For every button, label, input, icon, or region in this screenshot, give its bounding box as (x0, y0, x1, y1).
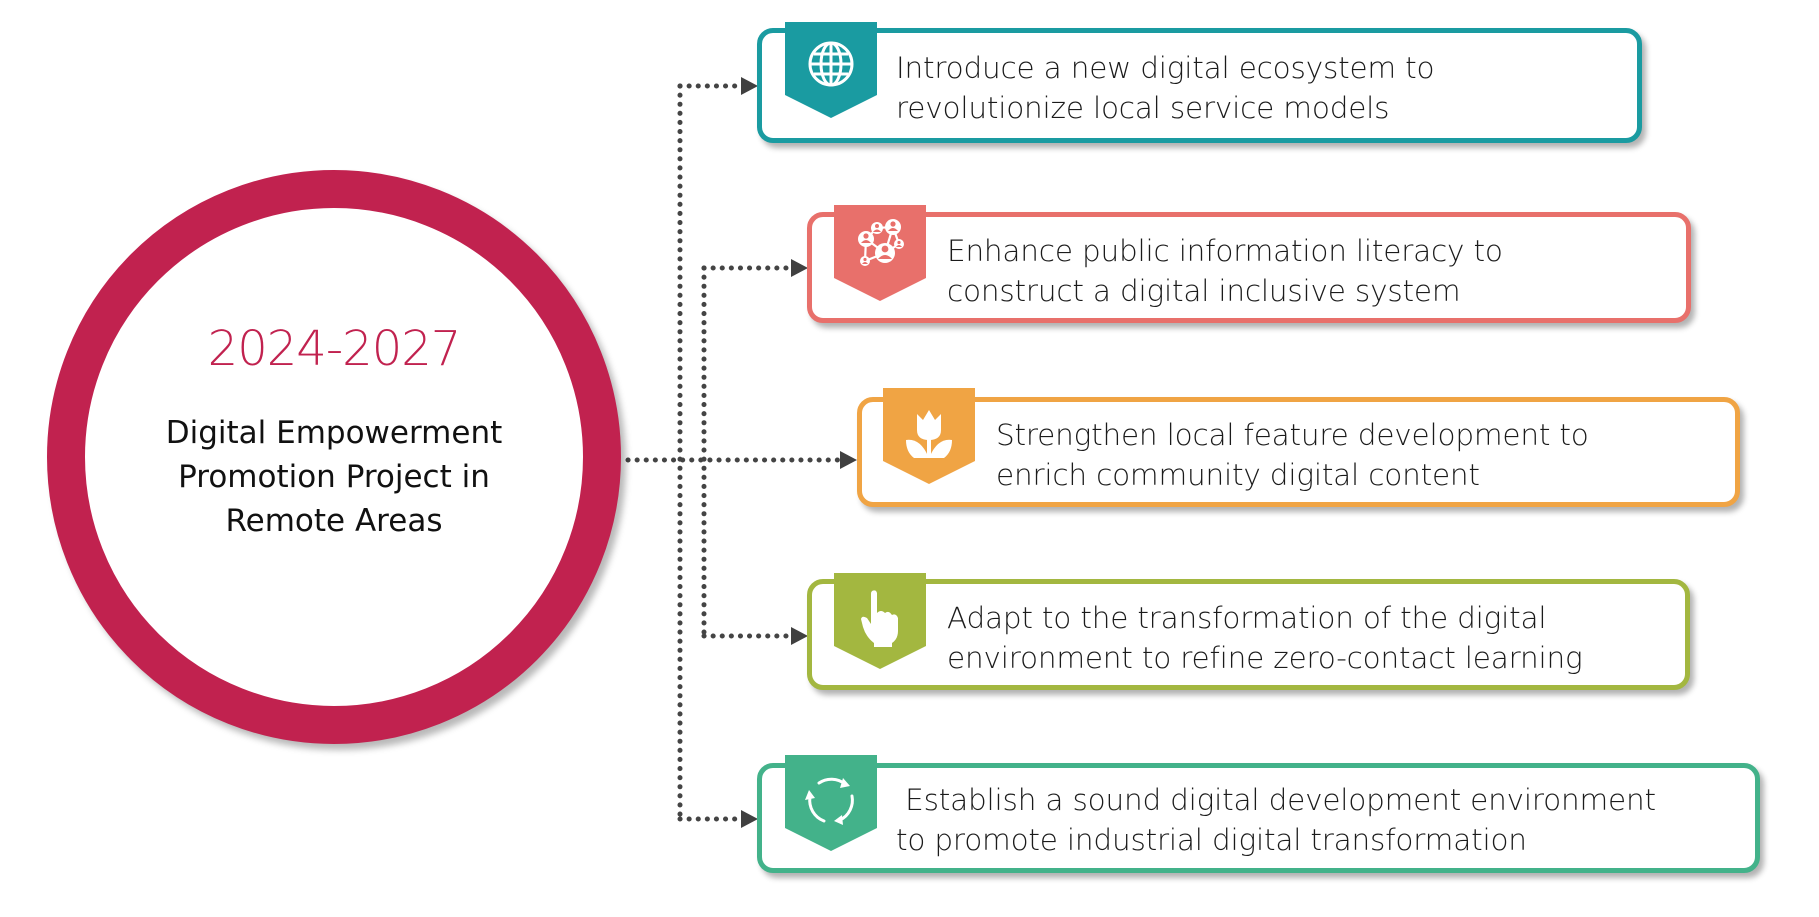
goal-card-3 (857, 397, 1740, 507)
arrowhead-card-3 (840, 451, 857, 469)
goal-text-line: Adapt to the transformation of the digit… (947, 601, 1547, 635)
arrowhead-card-1 (741, 77, 758, 95)
goal-text-line: enrich community digital content (996, 458, 1480, 492)
goal-text-line: Introduce a new digital ecosystem to (896, 51, 1435, 85)
refresh-cycle-icon (805, 777, 854, 825)
arrowhead-card-2 (791, 259, 808, 277)
goal-card-5 (757, 763, 1760, 873)
project-title: Digital Empowerment Promotion Project in… (124, 411, 544, 543)
year-range: 2024-2027 (207, 321, 462, 377)
goal-text-1: Introduce a new digital ecosystem to rev… (896, 48, 1435, 128)
goal-banner-3 (883, 388, 975, 484)
goal-text-3: Strengthen local feature development to … (996, 415, 1589, 495)
goal-text-line: construct a digital inclusive system (947, 274, 1461, 308)
goal-card-4 (807, 579, 1690, 690)
arrowhead-card-5 (741, 810, 758, 828)
pointing-hand-icon (861, 590, 898, 647)
goal-banner-2 (834, 205, 926, 301)
project-title-line: Remote Areas (225, 503, 443, 539)
goal-text-line: Enhance public information literacy to (947, 234, 1503, 268)
goal-card-1 (757, 28, 1642, 143)
project-title-line: Promotion Project in (178, 459, 490, 495)
goal-text-5: Establish a sound digital development en… (896, 780, 1656, 860)
goal-card-2 (807, 212, 1691, 323)
arrowhead-card-4 (791, 627, 808, 645)
tulip-icon (906, 410, 952, 458)
network-people-icon (858, 219, 904, 266)
goal-text-line: to promote industrial digital transforma… (896, 823, 1527, 857)
goal-banner-4 (834, 573, 926, 669)
project-title-line: Digital Empowerment (165, 415, 503, 451)
goal-text-2: Enhance public information literacy to c… (947, 231, 1503, 311)
goal-text-line: environment to refine zero-contact learn… (947, 641, 1583, 675)
goal-text-4: Adapt to the transformation of the digit… (947, 598, 1583, 678)
project-hub-circle: 2024-2027 Digital Empowerment Promotion … (47, 170, 621, 744)
goal-banner-1 (785, 22, 877, 118)
goal-text-line: revolutionize local service models (896, 91, 1390, 125)
goal-text-line: Strengthen local feature development to (996, 418, 1589, 452)
goal-text-line: Establish a sound digital development en… (896, 783, 1656, 817)
goal-banner-5 (785, 755, 877, 851)
globe-icon (808, 41, 854, 87)
